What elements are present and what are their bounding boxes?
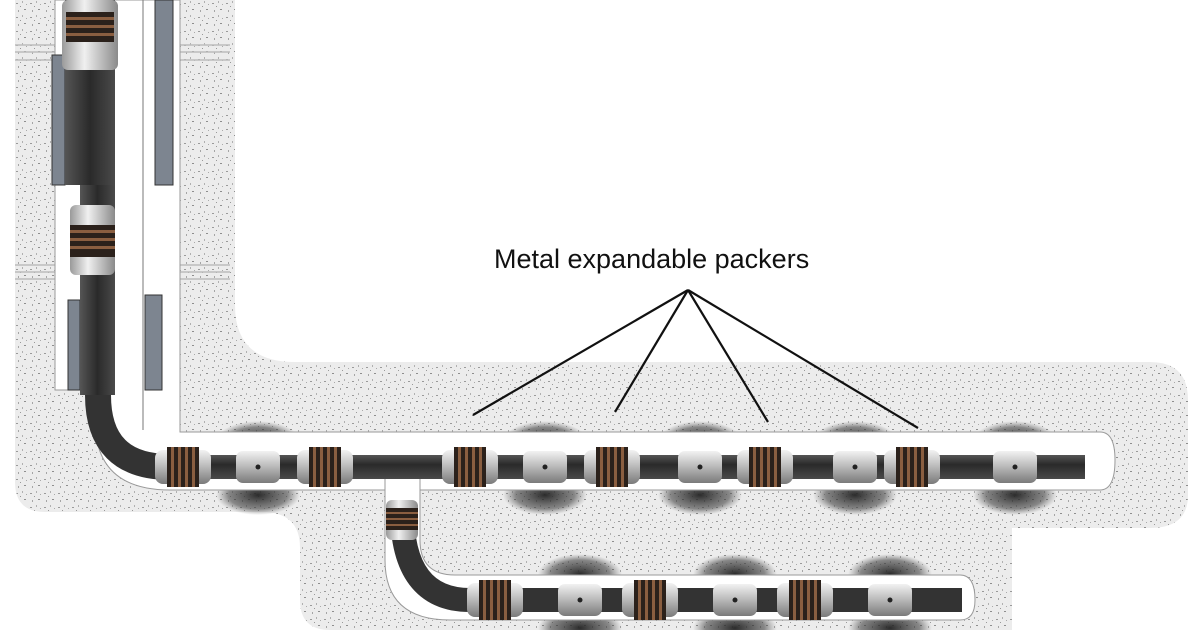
lower-lateral: [386, 500, 962, 620]
metal-expandable-packer: [584, 447, 640, 487]
upper-lateral: [155, 447, 1085, 487]
metal-expandable-packer: [737, 447, 793, 487]
metal-expandable-packer: [884, 447, 940, 487]
metal-expandable-packer: [155, 447, 211, 487]
metal-expandable-packer: [467, 580, 523, 620]
vertical-tubing: [62, 0, 171, 480]
callout-label: Metal expandable packers: [494, 244, 810, 274]
metal-expandable-packer: [777, 580, 833, 620]
metal-expandable-packer: [622, 580, 678, 620]
formation-rock: [15, 0, 1188, 630]
casing-cement: [51, 0, 174, 391]
metal-expandable-packer: [442, 447, 498, 487]
metal-expandable-packer: [297, 447, 353, 487]
callout-leader-lines: [472, 289, 919, 429]
